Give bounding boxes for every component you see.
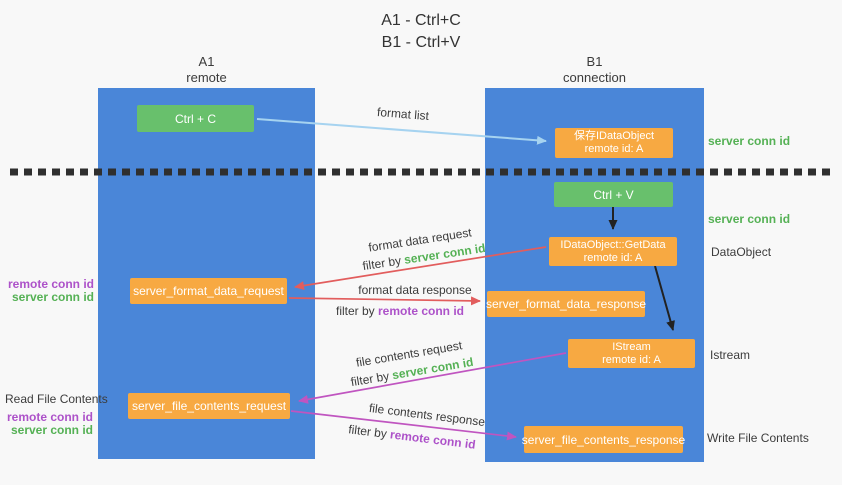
box-line: IDataObject::GetData — [560, 238, 666, 251]
server-conn-id-label-right-2: server conn id — [708, 212, 791, 226]
server-conn-id-label: server conn id — [11, 290, 94, 304]
column-b1-subtitle: connection — [563, 70, 626, 86]
filter-by-text: filter by — [361, 253, 406, 274]
remote-conn-id-label: remote conn id — [6, 410, 93, 424]
save-idataobject-box: 保存IDataObject remote id: A — [555, 128, 673, 158]
column-b1-name: B1 — [586, 54, 603, 69]
filter-by-remote-conn-id-label: filter by remote conn id — [348, 422, 477, 451]
write-file-contents-label: Write File Contents — [707, 431, 809, 445]
remote-conn-id-label: remote conn id — [7, 277, 94, 291]
format-data-response-label: format data response — [358, 283, 472, 297]
conn-id-labels-left-upper: remote conn id server conn id — [8, 278, 94, 304]
server-file-contents-response-box: server_file_contents_response — [522, 426, 685, 453]
title-line-2: B1 - Ctrl+V — [381, 33, 461, 51]
diagram-title: A1 - Ctrl+C B1 - Ctrl+V — [0, 10, 842, 53]
conn-id-labels-left-lower: remote conn id server conn id — [7, 411, 93, 437]
server-format-data-response-box: server_format_data_response — [486, 291, 646, 317]
ctrl-v-box: Ctrl + V — [554, 182, 673, 207]
column-a1-subtitle: remote — [186, 70, 227, 86]
server-conn-id-label-right-1: server conn id — [708, 134, 791, 148]
column-header-a1: A1 remote — [98, 54, 315, 87]
box-line: IStream — [612, 340, 651, 353]
read-file-contents-label: Read File Contents — [5, 392, 108, 406]
title-line-1: A1 - Ctrl+C — [381, 12, 461, 29]
server-format-data-request-box: server_format_data_request — [130, 278, 287, 304]
column-a1-name: A1 — [198, 54, 215, 69]
remote-conn-id-text: remote conn id — [389, 427, 477, 452]
column-header-b1: B1 connection — [485, 54, 704, 87]
filter-by-text: filter by — [349, 368, 394, 390]
istream-box: IStream remote id: A — [568, 339, 695, 368]
idataobject-getdata-box: IDataObject::GetData remote id: A — [549, 237, 677, 266]
box-line: remote id: A — [602, 353, 661, 366]
format-list-label: format list — [376, 104, 430, 124]
server-file-contents-request-box: server_file_contents_request — [128, 393, 290, 419]
ctrl-c-box: Ctrl + C — [137, 105, 254, 132]
file-contents-response-label: file contents response — [368, 400, 486, 430]
remote-conn-id-text: remote conn id — [378, 304, 465, 318]
box-line: remote id: A — [583, 251, 643, 264]
filter-by-text: filter by — [335, 304, 378, 318]
box-line: 保存IDataObject — [573, 130, 655, 142]
istream-label: Istream — [710, 348, 751, 362]
filter-by-text: filter by — [347, 422, 392, 442]
format-data-response-arrow — [288, 296, 481, 306]
box-line: remote id: A — [584, 143, 644, 155]
filter-by-remote-conn-id-label: filter by remote conn id — [336, 304, 464, 318]
dataobject-label: DataObject — [711, 245, 772, 259]
server-conn-id-label: server conn id — [10, 423, 93, 437]
